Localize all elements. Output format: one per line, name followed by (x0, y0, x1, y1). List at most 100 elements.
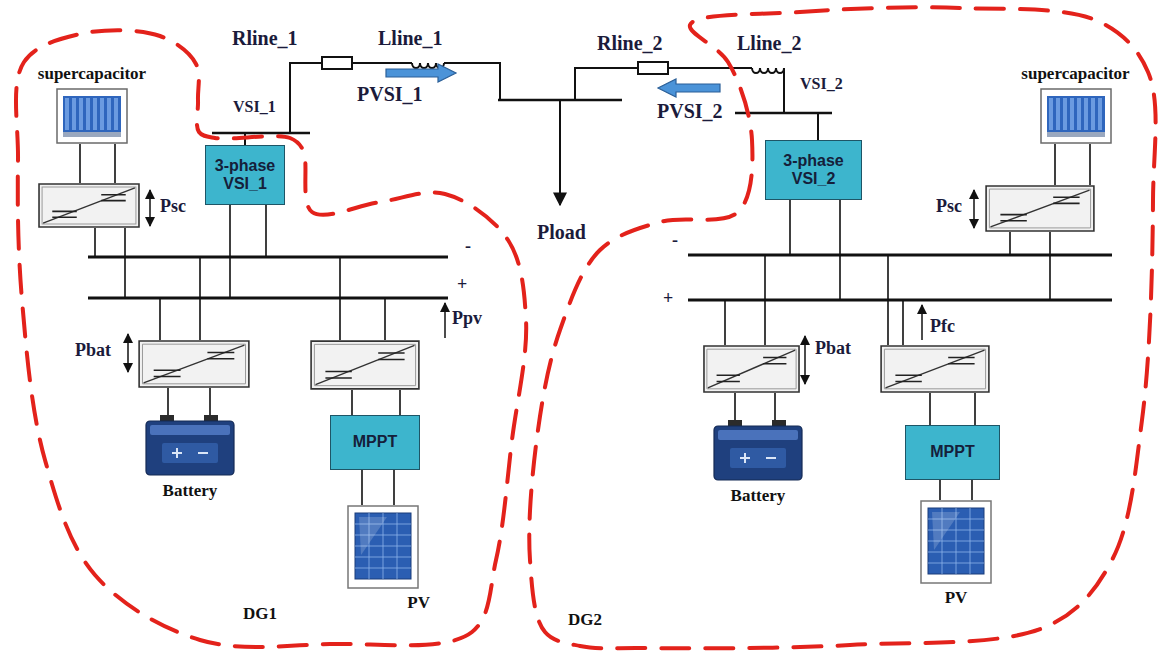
wire (160, 257, 210, 415)
supercapacitor-icon (1091, 98, 1095, 130)
pv-panel-icon (355, 513, 411, 579)
supercapacitor-icon (1049, 98, 1053, 130)
dc-bus (688, 254, 1112, 257)
supercapacitor-icon (63, 132, 121, 137)
wire (783, 68, 785, 113)
wire (725, 255, 775, 420)
battery-icon (714, 426, 802, 480)
supercapacitor-icon (1047, 132, 1105, 137)
wire (668, 67, 752, 69)
resistor-symbol (322, 57, 352, 69)
dashed-region-outline (529, 7, 1155, 648)
supercapacitor-icon (63, 96, 121, 132)
dc-bus (688, 299, 1112, 302)
dc-dc-converter (39, 184, 1094, 392)
inductor-symbol (752, 68, 784, 73)
node-text: DG2 (568, 610, 602, 630)
pv-panel-icon (359, 517, 387, 555)
supercapacitor-icon (1056, 98, 1060, 130)
line-parameter-label: Rline_2 (597, 31, 663, 55)
inverter-box: 3-phase VSI_2 (765, 140, 862, 200)
supercapacitor-icon (79, 98, 83, 130)
line-parameter-label: Lline_2 (737, 31, 801, 55)
supercapacitor-icon (100, 98, 104, 130)
battery-node: Battery (703, 420, 813, 506)
wire (790, 200, 840, 300)
supercapacitor-icon (65, 98, 69, 130)
power-arrow (149, 190, 151, 226)
battery-node: Battery (135, 415, 245, 501)
pv-node: PV (336, 505, 430, 613)
pv-node: PV (912, 500, 1000, 608)
polarity-sign: - (465, 236, 471, 258)
bus-label: VSI_2 (800, 74, 843, 93)
pv-panel-icon (348, 506, 418, 588)
power-arrow (921, 305, 923, 340)
dc-bus (88, 297, 448, 300)
node-text: DG1 (243, 604, 277, 624)
node-text: Battery (163, 481, 218, 501)
battery-icon (172, 448, 208, 458)
pv-panel-icon (928, 508, 984, 574)
node-text: 3-phase VSI_2 (770, 152, 857, 189)
node-text: supercapacitor (1021, 64, 1129, 84)
pv-panel-icon (355, 513, 411, 579)
pv-panel-icon (920, 500, 992, 584)
dc-wiring (80, 144, 1090, 425)
wire (352, 62, 412, 64)
generator-region: DG1supercapacitor3-phase VSI_1BatteryMPP… (10, 14, 542, 654)
supercapacitor-icon (1047, 96, 1105, 132)
battery-icon (146, 421, 234, 475)
dc-dc-converter (39, 184, 139, 227)
dc-dc-converter (986, 186, 1094, 231)
wire (444, 63, 500, 100)
supercapacitor-icon (1063, 98, 1067, 130)
wire (888, 255, 975, 425)
polarity-sign: + (457, 274, 467, 296)
line-parameter-label: Lline_1 (378, 26, 442, 50)
supercapacitor-node: supercapacitor (1008, 64, 1143, 144)
supercapacitor-icon (107, 98, 111, 130)
battery-icon (730, 448, 786, 468)
supercapacitor-icon (57, 89, 127, 143)
supercapacitor-icon (56, 88, 128, 144)
generator-region: DG2 3-phase VSI_2 supercapacitorBattery MPP… (515, 4, 1160, 656)
pv-panel-icon (932, 512, 960, 550)
pv-panel-icon (921, 501, 991, 583)
wire-connector (940, 480, 972, 500)
inverter-box: 3-phase VSI_1 (205, 145, 285, 205)
supercapacitor-icon (1040, 88, 1112, 144)
power-arrow (444, 303, 446, 338)
supercapacitor-icon (86, 98, 90, 130)
supercapacitor-icon (1041, 89, 1111, 143)
battery-icon (162, 443, 218, 463)
node-text: MPPT (930, 443, 974, 461)
load-arrow (559, 100, 561, 205)
ac-bus (212, 132, 310, 135)
pv-panel-icon (928, 508, 984, 574)
power-flow-label: PVSI_2 (657, 99, 723, 123)
wire (817, 113, 819, 140)
supercapacitor-icon (114, 98, 118, 130)
line-parameter-label: Rline_1 (232, 26, 298, 50)
power-arrow (804, 336, 806, 384)
node-text: supercapacitor (38, 64, 146, 84)
power-label: Pfc (930, 316, 955, 338)
node-text: PV (945, 588, 968, 608)
power-arrow (128, 190, 974, 384)
battery-icon (142, 415, 238, 477)
power-arrow (973, 190, 975, 228)
dc-bus (88, 256, 448, 259)
supercapacitor-icon (93, 98, 97, 130)
wire (340, 257, 400, 415)
mppt-box: MPPT (905, 425, 1000, 480)
wire (290, 63, 322, 133)
bus-label: VSI_1 (233, 97, 276, 116)
polarity-sign: + (663, 288, 673, 310)
load-label: Pload (537, 220, 586, 244)
battery-icon (740, 453, 776, 463)
power-label: Pbat (75, 340, 111, 362)
node-text: 3-phase VSI_1 (210, 157, 280, 194)
dc-dc-converter (139, 341, 249, 387)
supercapacitor-node: supercapacitor (28, 64, 156, 144)
